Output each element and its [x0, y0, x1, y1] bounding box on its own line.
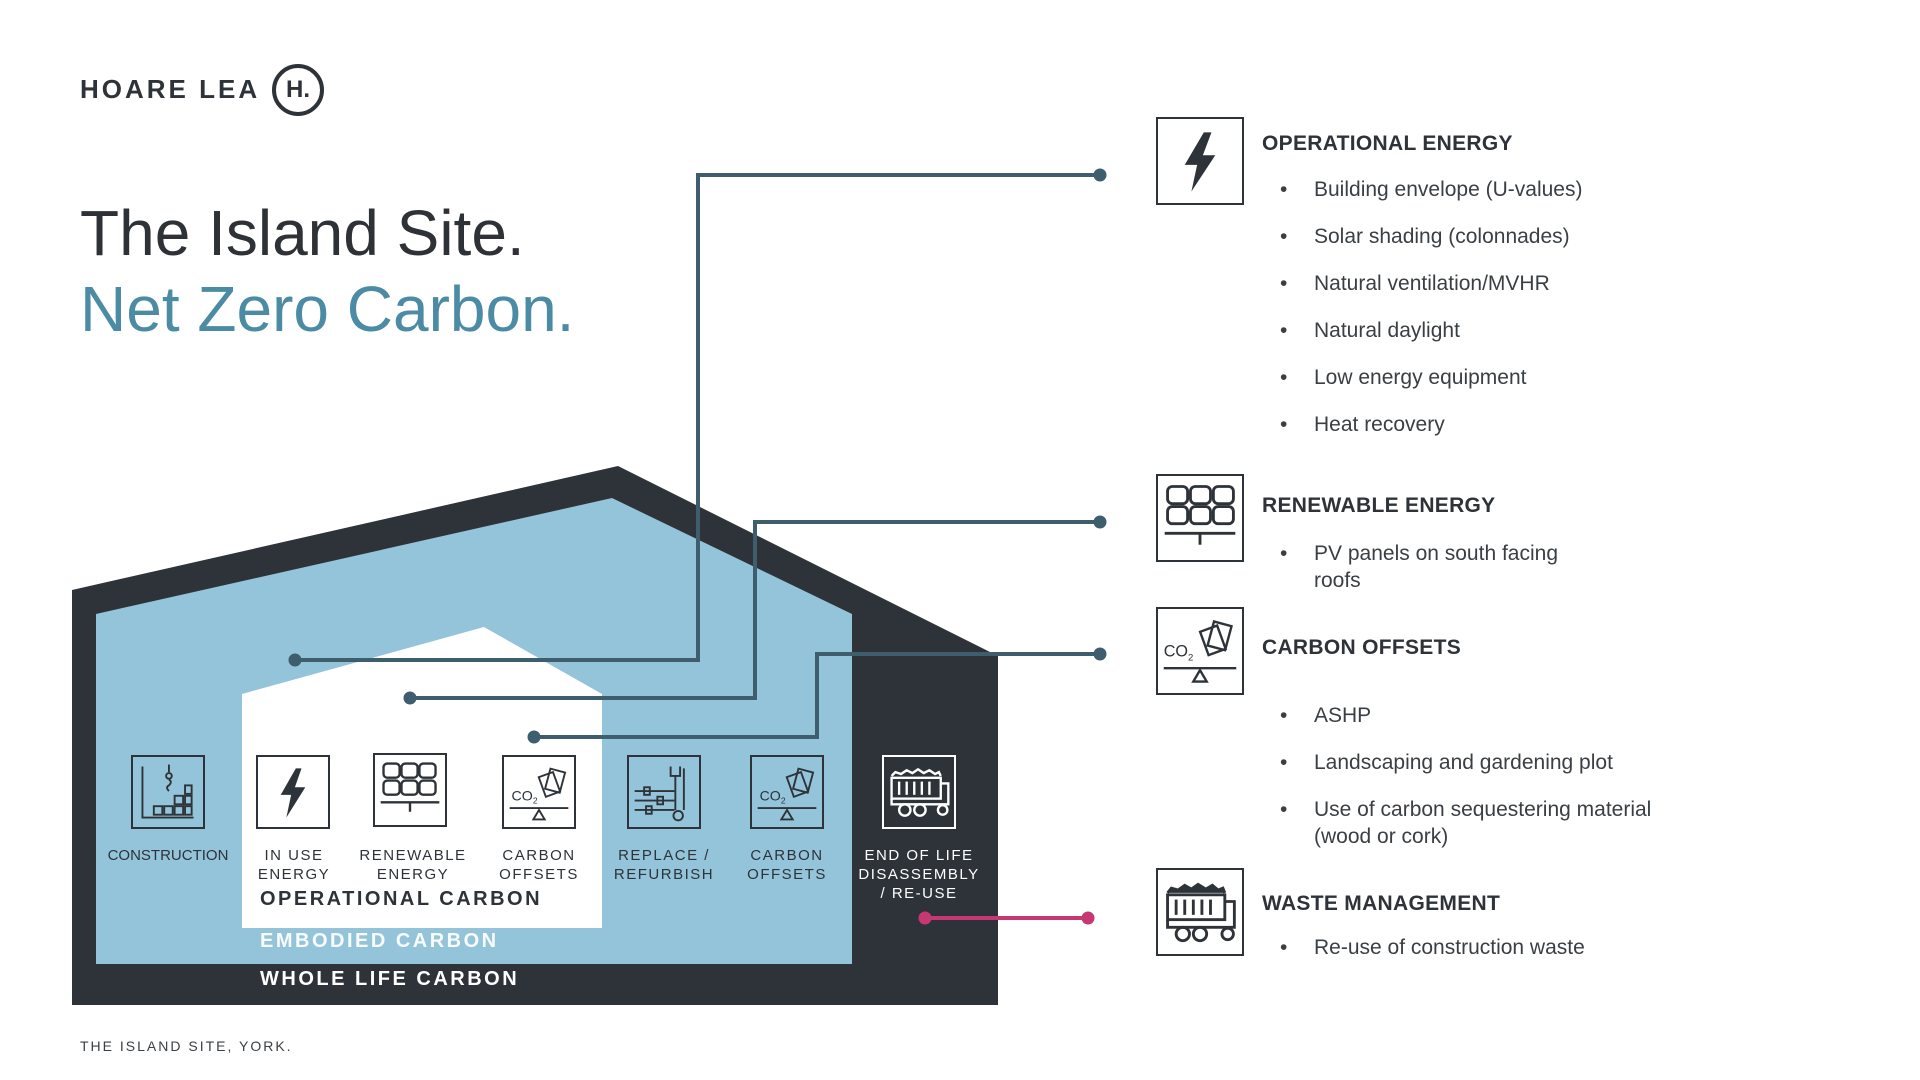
band-label-whole-life-carbon: WHOLE LIFE CARBON — [260, 968, 520, 990]
co2-offset-icon: CO2 — [502, 755, 576, 829]
list-item: Landscaping and gardening plot — [1262, 749, 1702, 776]
brand-logo-text: HOARE LEA — [80, 74, 261, 104]
list-item: Natural daylight — [1262, 319, 1582, 366]
category-list-waste-management: Re-use of construction waste — [1262, 936, 1585, 960]
co2-offset-icon: CO2 — [750, 755, 824, 829]
co2-offset-icon: CO2 — [1156, 607, 1244, 695]
list-item: Use of carbon sequestering material (woo… — [1262, 796, 1702, 850]
connector-dot — [403, 691, 417, 705]
band-label-embodied-carbon: EMBODIED CARBON — [260, 930, 499, 952]
list-item: Low energy equipment — [1262, 366, 1582, 413]
footer-location: THE ISLAND SITE, YORK. — [80, 1038, 293, 1054]
wrench-sliders-icon — [627, 755, 701, 829]
connector-dot-waste — [918, 911, 932, 925]
connector-dot — [288, 653, 302, 667]
category-title-renewable-energy: RENEWABLE ENERGY — [1262, 494, 1496, 517]
truck-icon — [1156, 868, 1244, 956]
crane-blocks-icon — [131, 755, 205, 829]
lightning-icon — [1156, 117, 1244, 205]
connector-dot — [1093, 647, 1107, 661]
svg-text:CO2: CO2 — [1164, 643, 1194, 664]
connector-dot — [1093, 515, 1107, 529]
category-list-carbon-offsets: ASHP Landscaping and gardening plot Use … — [1262, 702, 1702, 870]
category-title-waste-management: WASTE MANAGEMENT — [1262, 892, 1501, 915]
connector-dot-waste — [1081, 911, 1095, 925]
page-subtitle: Net Zero Carbon. — [80, 273, 575, 345]
category-title-carbon-offsets: CARBON OFFSETS — [1262, 636, 1462, 659]
stage-label-replace-refurbish: REPLACE / REFURBISH — [613, 847, 715, 883]
connector-renewable-energy — [410, 520, 1100, 700]
list-item: Natural ventilation/MVHR — [1262, 272, 1582, 319]
list-item: ASHP — [1262, 702, 1702, 729]
list-item: PV panels on south facing roofs — [1262, 540, 1602, 594]
connector-dot — [1093, 168, 1107, 182]
connector-carbon-offsets — [534, 652, 1100, 739]
category-title-operational-energy: OPERATIONAL ENERGY — [1262, 132, 1513, 155]
stage-label-carbon-offsets: CARBON OFFSETS — [499, 847, 579, 883]
stage-label-in-use-energy: IN USE ENERGY — [257, 847, 331, 883]
truck-icon — [882, 755, 956, 829]
stage-label-carbon-offsets: CARBON OFFSETS — [747, 847, 827, 883]
svg-text:CO2: CO2 — [760, 789, 786, 806]
connector-dot — [527, 730, 541, 744]
list-item: Heat recovery — [1262, 413, 1582, 460]
solar-panel-icon — [373, 753, 447, 827]
list-item: Re-use of construction waste — [1262, 936, 1585, 960]
page-title: The Island Site. — [80, 197, 525, 269]
brand-logo-mark: H. — [272, 64, 324, 116]
stage-label-end-of-life: END OF LIFE DISASSEMBLY / RE-USE — [858, 847, 980, 902]
stage-label-renewable-energy: RENEWABLE ENERGY — [359, 847, 467, 883]
solar-panel-icon — [1156, 474, 1244, 562]
svg-text:CO2: CO2 — [512, 789, 538, 806]
connector-operational-energy — [295, 173, 1100, 662]
stage-label-construction: CONSTRUCTION — [107, 847, 229, 864]
category-list-operational-energy: Building envelope (U-values) Solar shadi… — [1262, 178, 1582, 460]
band-label-operational-carbon: OPERATIONAL CARBON — [260, 888, 543, 910]
lightning-icon — [256, 755, 330, 829]
list-item: Building envelope (U-values) — [1262, 178, 1582, 225]
list-item: Solar shading (colonnades) — [1262, 225, 1582, 272]
category-list-renewable-energy: PV panels on south facing roofs — [1262, 540, 1602, 594]
